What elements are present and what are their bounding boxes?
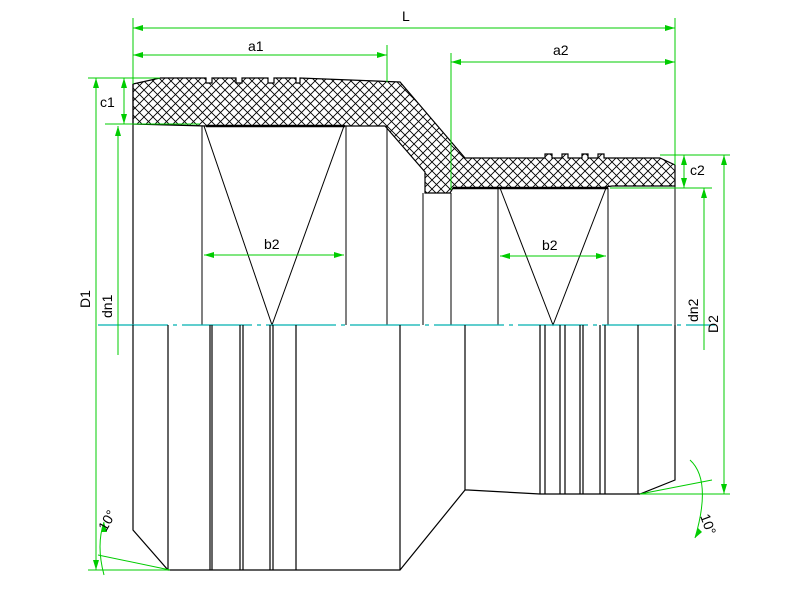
dim-a2-arrow-left <box>451 59 461 65</box>
label-b2-right: b2 <box>542 237 558 253</box>
dim-a2-arrow-right <box>665 59 675 65</box>
dim-L-arrow-right <box>665 25 675 31</box>
dim-c1-arrow-bottom <box>121 114 127 124</box>
angle-right-arrow <box>695 528 702 538</box>
dim-c2-arrow-bottom <box>681 178 687 188</box>
dim-a1-arrow-left <box>133 52 143 58</box>
lower-outline <box>132 325 676 571</box>
dim-b2-right-arrow-right <box>596 253 606 259</box>
label-dn2: dn2 <box>685 298 701 322</box>
dim-D1-arrow-bottom <box>93 560 99 570</box>
dim-b2-left-arrow-right <box>334 252 344 258</box>
label-c1: c1 <box>100 94 115 110</box>
dim-c1-arrow-top <box>121 78 127 88</box>
label-c2: c2 <box>690 162 705 178</box>
label-angle-left: 10° <box>95 507 119 533</box>
wall-section-hatch <box>132 77 676 194</box>
heating-zone-v-left <box>203 125 345 327</box>
dim-b2-right-arrow-left <box>500 253 510 259</box>
dim-D1-arrow-top <box>93 78 99 88</box>
label-L: L <box>402 8 410 24</box>
angle-right-ref <box>639 479 713 495</box>
dim-L-arrow-left <box>133 25 143 31</box>
label-dn1: dn1 <box>99 294 115 318</box>
angle-right-arc <box>689 459 703 539</box>
dim-dn2-arrow-top <box>701 188 707 198</box>
label-a1: a1 <box>248 38 264 54</box>
angle-left-ref <box>97 554 171 571</box>
label-a2: a2 <box>553 42 569 58</box>
label-D1: D1 <box>77 290 93 308</box>
dim-D2-arrow-bottom <box>721 484 727 494</box>
label-b2-left: b2 <box>264 236 280 252</box>
dim-b2-left-arrow-left <box>204 252 214 258</box>
label-D2: D2 <box>705 315 721 333</box>
dim-a1-arrow-right <box>377 52 387 58</box>
label-angle-right: 10° <box>697 512 719 537</box>
dim-c2-arrow-top <box>681 155 687 165</box>
dim-D2-arrow-top <box>721 155 727 165</box>
dim-dn1-arrow-top <box>115 126 121 136</box>
angle-left-arrow <box>101 522 107 532</box>
